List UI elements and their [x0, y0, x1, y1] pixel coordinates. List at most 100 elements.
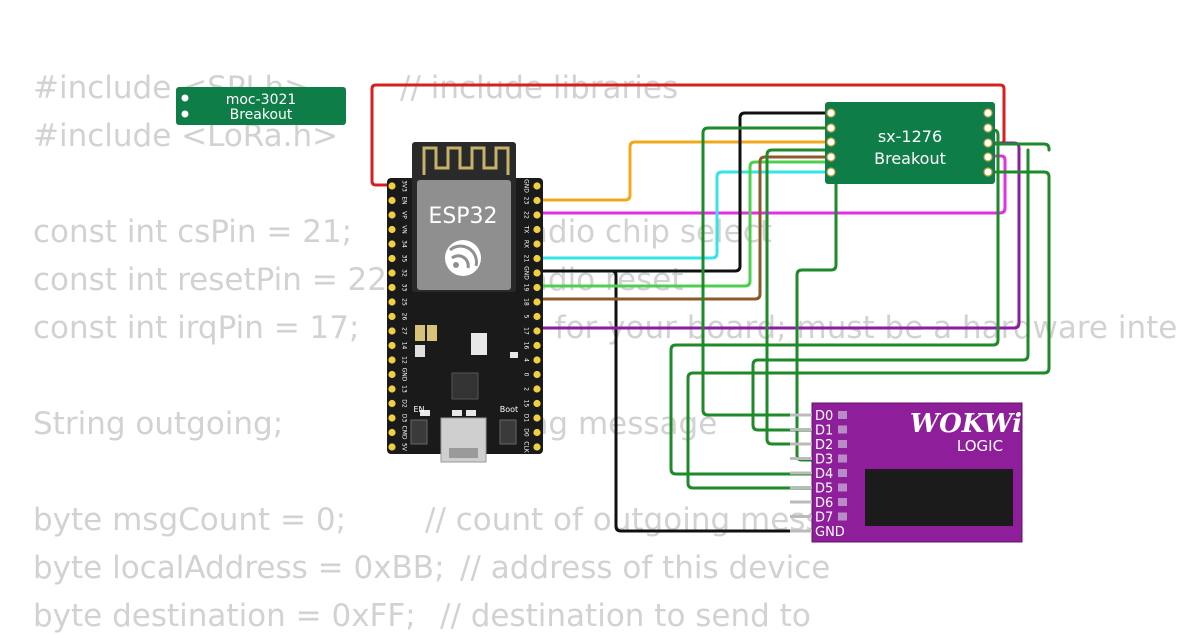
esp32-pin[interactable] — [388, 399, 396, 408]
wire-orange — [535, 140, 833, 202]
esp32-pin[interactable] — [533, 370, 541, 379]
moc-label-2: Breakout — [230, 107, 293, 123]
code-comment: // address of this device — [460, 550, 831, 586]
esp32-pin[interactable] — [388, 283, 396, 292]
esp32-pin[interactable] — [533, 240, 541, 248]
esp32-pin[interactable] — [533, 196, 541, 205]
esp32-pin[interactable] — [533, 356, 541, 364]
boot-label: Boot — [500, 405, 518, 414]
code-line: const int resetPin = 22; — [33, 262, 398, 298]
logic-pin-pad — [838, 440, 847, 448]
esp32-pin[interactable] — [388, 225, 396, 234]
esp32-pin-label: 13 — [401, 385, 408, 393]
wire-green-d0 — [701, 126, 833, 417]
esp32-pin[interactable] — [533, 341, 541, 350]
esp32-pin[interactable] — [533, 269, 541, 277]
esp32-pin-label: 4 — [523, 358, 530, 362]
esp32-pin-label: GND — [523, 179, 530, 193]
esp32-pin[interactable] — [388, 443, 396, 451]
moc-3021-breakout[interactable]: moc-3021 Breakout — [176, 87, 346, 125]
esp32-pin[interactable] — [388, 298, 396, 306]
esp32-pin-label: CMD — [401, 426, 408, 440]
esp32-pin-label: 19 — [523, 284, 530, 292]
sx-1276-breakout[interactable]: sx-1276 Breakout — [825, 102, 995, 184]
esp32-pin-label: D1 — [523, 414, 530, 423]
esp32-pin-label: 32 — [401, 269, 408, 277]
esp32-pin[interactable] — [533, 283, 541, 292]
esp32-pin[interactable] — [388, 211, 396, 219]
code-line: const int irqPin = 17; — [33, 310, 360, 346]
esp32-pin[interactable] — [388, 370, 396, 379]
logic-pin-label: D3 — [815, 453, 833, 468]
esp32-pin-label: EN — [401, 196, 408, 204]
component-cap — [415, 325, 425, 341]
en-button[interactable] — [410, 419, 428, 445]
boot-button[interactable] — [499, 419, 517, 445]
esp32-pin-label: 34 — [401, 240, 408, 248]
esp32-pin-label: 12 — [401, 356, 408, 364]
logic-pin-label: D2 — [815, 438, 833, 453]
esp32-pin-label: 23 — [523, 197, 530, 205]
esp32-pin[interactable] — [388, 254, 396, 263]
logic-pin-pad — [838, 454, 847, 463]
esp32-pin-label: 18 — [523, 298, 530, 306]
logic-pin-label: D0 — [815, 409, 833, 424]
esp32-pin-label: RX — [523, 240, 530, 248]
esp32-pin[interactable] — [388, 312, 396, 321]
logic-pin-label: D6 — [815, 496, 833, 511]
wire-lightgreen — [535, 160, 833, 288]
wire-green-d5 — [986, 142, 1051, 152]
logic-pin-pad — [838, 469, 847, 477]
code-line: byte destination = 0xFF; — [33, 598, 416, 634]
esp32-pin-label: 5V — [401, 443, 408, 452]
esp32-pin[interactable] — [388, 269, 396, 277]
usb-chip — [451, 372, 479, 400]
esp32-pin-label: GND — [401, 368, 408, 382]
wire-green-d1 — [669, 128, 1000, 476]
esp32-pin[interactable] — [533, 399, 541, 408]
esp32-label: ESP32 — [428, 204, 497, 229]
wire-green-d2 — [765, 148, 833, 446]
esp32-pin-label: 3V3 — [401, 180, 408, 192]
wire-black-1 — [535, 111, 833, 273]
esp32-pin[interactable] — [388, 428, 396, 437]
esp32-pin[interactable] — [533, 225, 541, 234]
esp32-pin-label: GND — [523, 266, 530, 280]
esp32-pin[interactable] — [388, 385, 396, 393]
code-line: byte localAddress = 0xBB; — [33, 550, 445, 586]
esp32-pin[interactable] — [388, 182, 396, 190]
esp32-pin[interactable] — [533, 414, 541, 422]
esp32-pin[interactable] — [388, 414, 396, 422]
esp32-pin[interactable] — [388, 341, 396, 350]
wire-green-d4 — [686, 170, 1051, 490]
esp32-pin[interactable] — [388, 196, 396, 205]
logic-pin-pad — [838, 483, 847, 492]
esp32-pin[interactable] — [533, 428, 541, 437]
sx-label-1: sx-1276 — [878, 127, 942, 146]
esp32-pin[interactable] — [533, 182, 541, 190]
esp32-pin[interactable] — [533, 327, 541, 335]
esp32-pin[interactable] — [533, 254, 541, 263]
logic-pin-pad — [838, 498, 847, 506]
esp32-pin[interactable] — [533, 385, 541, 393]
code-line: String outgoing; — [33, 406, 284, 442]
esp32-pin-label: 22 — [523, 211, 530, 219]
esp32-pin-label: CLK — [523, 441, 530, 454]
logic-pin-label: GND — [815, 525, 845, 540]
esp32-pin[interactable] — [533, 312, 541, 321]
esp32-pin-label: VN — [401, 225, 408, 234]
esp32-pin-label: D0 — [523, 428, 530, 437]
esp32-pin[interactable] — [388, 327, 396, 335]
esp32-pin[interactable] — [533, 443, 541, 451]
component-led — [415, 345, 425, 357]
esp32-pin[interactable] — [388, 240, 396, 248]
esp32-pin-label: 16 — [523, 342, 530, 350]
esp32-pin[interactable] — [533, 211, 541, 219]
esp32-board[interactable]: ESP32 3V3ENVPVN343532332526271412GND13D2… — [387, 142, 543, 463]
moc-label-1: moc-3021 — [226, 92, 297, 108]
logic-pin-pad — [838, 512, 847, 521]
esp32-pin[interactable] — [533, 298, 541, 306]
en-label: EN — [413, 405, 424, 414]
esp32-pin[interactable] — [388, 356, 396, 364]
